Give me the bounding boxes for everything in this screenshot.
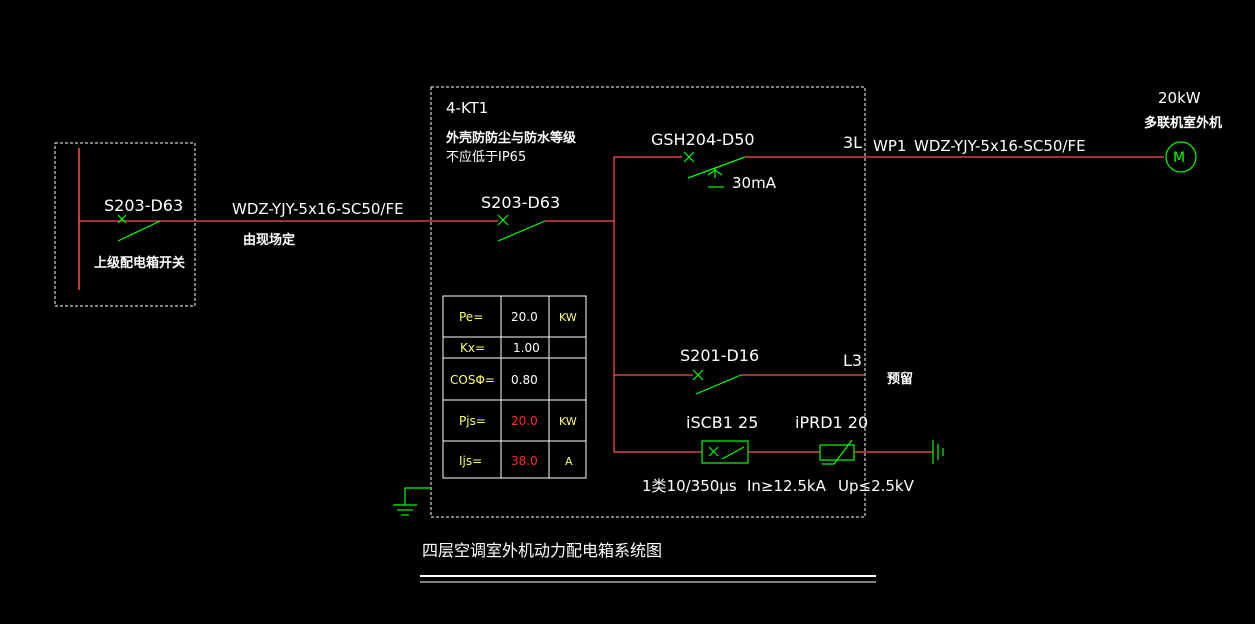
iprd-label: iPRD1 20	[795, 413, 868, 432]
circuit1-rcd-label: 30mA	[732, 174, 777, 192]
calc-label-pe: Pe=	[459, 310, 483, 324]
calc-label-pjs: Pjs=	[459, 414, 486, 428]
motor-label: M	[1173, 150, 1185, 166]
upstream-breaker-label: S203-D63	[104, 196, 183, 215]
box-id: 4-KT1	[446, 99, 488, 117]
upstream-panel-label: 上级配电箱开关	[94, 255, 185, 271]
upstream-panel-border	[54, 142, 196, 307]
circuit1-cable: WDZ-YJY-5x16-SC50/FE	[914, 137, 1086, 155]
load-name: 多联机室外机	[1144, 115, 1222, 131]
calc-unit-ijs: A	[565, 455, 573, 468]
box-spec-line1: 外壳防防尘与防水等级	[445, 130, 577, 146]
circuit1-breaker-symbol	[683, 151, 746, 188]
main-breaker-symbol	[497, 214, 546, 242]
circuit2-breaker-label: S201-D16	[680, 346, 759, 365]
calc-value-cos: 0.80	[511, 373, 538, 387]
calc-unit-pe: KW	[559, 311, 577, 324]
circuit2-breaker-symbol	[692, 369, 742, 395]
calc-label-ijs: Ijs=	[459, 454, 482, 468]
calc-value-ijs: 38.0	[511, 454, 538, 468]
drawing-title: 四层空调室外机动力配电箱系统图	[422, 541, 662, 560]
calc-label-cos: COSΦ=	[450, 373, 495, 387]
circuit2-phase: L3	[843, 351, 862, 370]
main-breaker-label: S203-D63	[481, 193, 560, 212]
circuit2-note: 预留	[887, 371, 913, 387]
earth-symbol-box	[393, 487, 431, 516]
iscb-symbol	[701, 440, 749, 464]
calc-table	[442, 295, 587, 479]
calc-unit-pjs: KW	[559, 415, 577, 428]
feeder-cable-label: WDZ-YJY-5x16-SC50/FE	[232, 200, 404, 218]
upstream-breaker-symbol	[117, 214, 161, 242]
calc-value-pjs: 20.0	[511, 414, 538, 428]
circuit1-phase: 3L	[843, 133, 862, 152]
circuit1-breaker-label: GSH204-D50	[651, 130, 755, 149]
distribution-box-border	[430, 86, 866, 518]
calc-value-kx: 1.00	[513, 341, 540, 355]
calc-value-pe: 20.0	[511, 310, 538, 324]
spd-class: 1类10/350μs	[642, 477, 737, 495]
iprd-symbol	[819, 439, 855, 465]
feeder-note: 由现场定	[243, 232, 295, 248]
motor-load-symbol: M	[1165, 141, 1197, 173]
earth-symbol-right	[932, 440, 944, 464]
circuit1-loop: WP1	[873, 137, 906, 155]
iscb-label: iSCB1 25	[686, 413, 758, 432]
spd-in: In≥12.5kA	[747, 477, 827, 495]
load-power: 20kW	[1158, 89, 1201, 107]
box-spec-line2: 不应低于IP65	[446, 149, 526, 165]
calc-label-kx: Kx=	[460, 341, 485, 355]
spd-up: Up≤2.5kV	[838, 477, 915, 495]
